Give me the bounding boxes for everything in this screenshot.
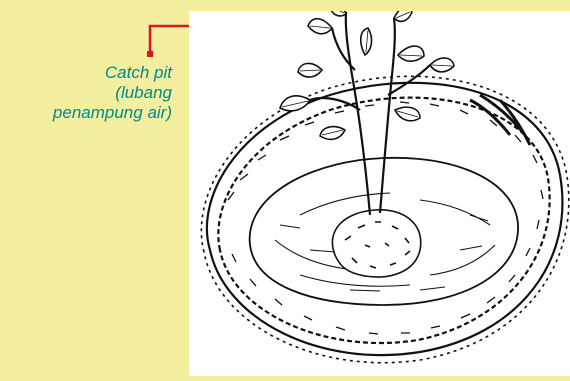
soil-clump: [332, 210, 420, 277]
catch-pit-illustration: [189, 11, 570, 376]
leaves: [280, 11, 454, 139]
illustration-panel: [189, 11, 570, 376]
